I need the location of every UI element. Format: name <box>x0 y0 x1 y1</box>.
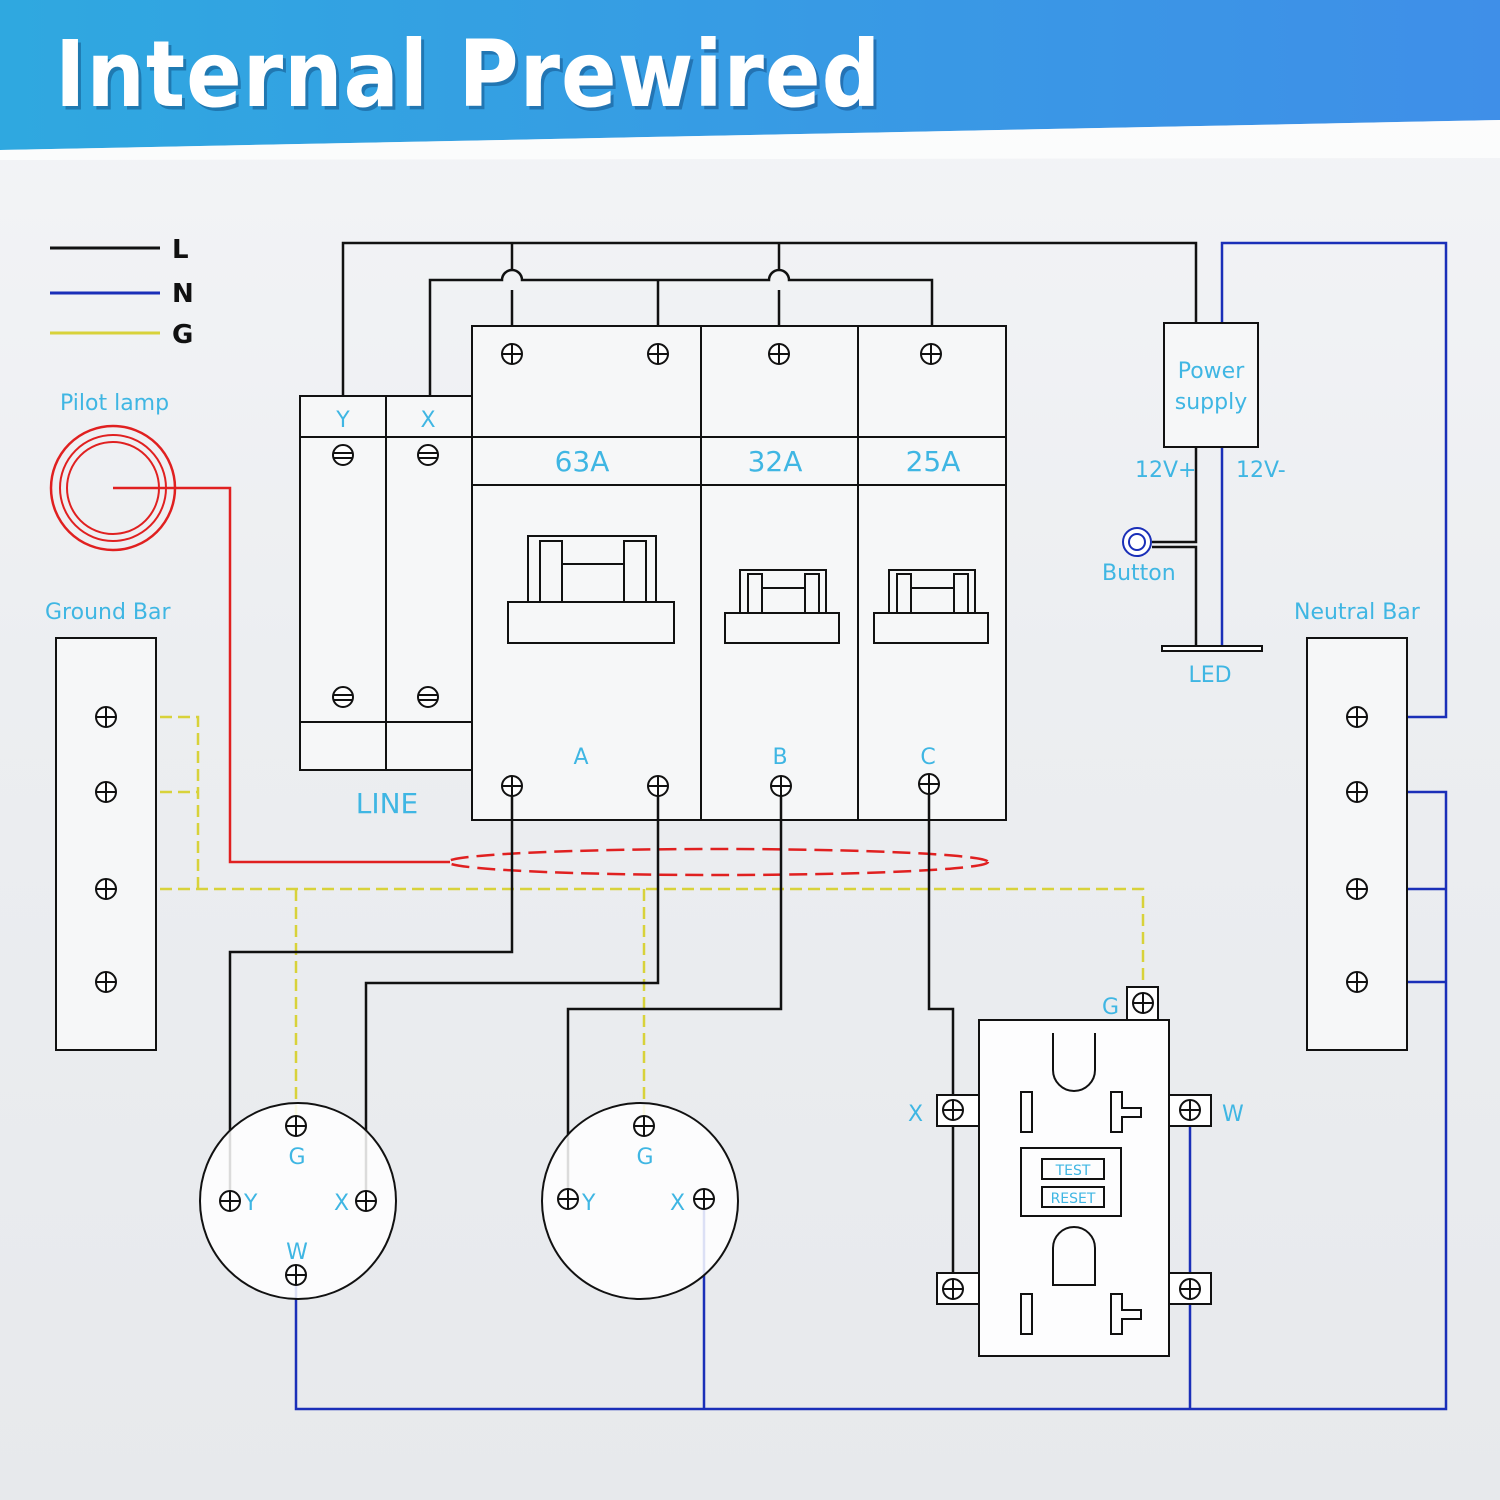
breaker-rating: 63A <box>555 445 610 478</box>
outlet-g-label: G <box>636 1145 653 1170</box>
wire-legend: L N G <box>50 235 194 350</box>
outlet-w-label: W <box>286 1240 308 1265</box>
power-supply: Power supply 12V+ 12V- <box>1135 322 1286 483</box>
legend-key-l: L <box>172 235 189 265</box>
power-supply-label: Power <box>1178 359 1245 384</box>
gfci-g-label: G <box>1102 995 1119 1020</box>
neutral-bar-screw <box>1346 781 1368 803</box>
ground-bar: Ground Bar <box>45 600 171 1051</box>
button-label: Button <box>1102 561 1176 586</box>
ground-bar-screw <box>95 878 117 900</box>
reset-button[interactable] <box>1041 1186 1105 1208</box>
neutral-bar-screw <box>1346 971 1368 993</box>
breaker-rating: 25A <box>906 445 961 478</box>
pilot-lamp: Pilot lamp <box>49 391 177 552</box>
outlet-3-prong: G Y X <box>541 1102 739 1300</box>
test-label: TEST <box>1055 1163 1091 1179</box>
led-circuit-wires <box>1152 447 1198 648</box>
neutral-bar: Neutral Bar <box>1294 600 1421 1051</box>
led: LED <box>1161 645 1263 688</box>
gfci-outlet: G X W TEST RESET <box>908 986 1244 1357</box>
breaker-panel: 63A A 32A B 25A <box>471 325 1007 821</box>
current-sensor-loop <box>446 847 990 877</box>
outlet-4-prong: G Y X W <box>199 1102 397 1300</box>
line-input-wires <box>341 241 1198 396</box>
gfci-w-label: W <box>1222 1102 1244 1127</box>
ground-bar-label: Ground Bar <box>45 600 171 625</box>
terminal-screw <box>332 444 354 466</box>
neutral-bar-label: Neutral Bar <box>1294 600 1421 625</box>
output-line-wires <box>228 794 955 1289</box>
button: Button <box>1102 527 1176 586</box>
line-label: LINE <box>356 787 419 820</box>
breaker-output-label: C <box>920 745 935 770</box>
breaker-32a: 32A B <box>724 445 840 770</box>
ground-bar-screw <box>95 781 117 803</box>
line-terminal-block: Y X LINE <box>299 395 473 820</box>
outlet-y-label: Y <box>581 1191 596 1216</box>
legend-key-g: G <box>172 320 193 350</box>
pilot-lamp-wire <box>113 486 450 864</box>
page-title: Internal Prewired <box>55 22 882 129</box>
ground-bar-screw <box>95 971 117 993</box>
breaker-output-label: B <box>772 745 787 770</box>
legend-key-n: N <box>172 279 194 309</box>
led-label: LED <box>1188 663 1231 688</box>
title-banner <box>0 0 1500 160</box>
ground-bar-screw <box>95 706 117 728</box>
power-supply-negative-label: 12V- <box>1236 458 1286 483</box>
terminal-screw <box>417 444 439 466</box>
outlet-x-label: X <box>670 1191 685 1216</box>
terminal-screw <box>332 686 354 708</box>
power-supply-positive-label: 12V+ <box>1135 458 1196 483</box>
breaker-output-label: A <box>573 745 588 770</box>
neutral-bar-screw <box>1346 706 1368 728</box>
neutral-bar-screw <box>1346 878 1368 900</box>
test-button[interactable] <box>1041 1158 1105 1180</box>
outlet-x-label: X <box>334 1191 349 1216</box>
outlet-y-label: Y <box>243 1191 258 1216</box>
terminal-x-label: X <box>420 408 435 433</box>
breaker-25a: 25A C <box>873 445 989 770</box>
breaker-rating: 32A <box>748 445 803 478</box>
gfci-x-label: X <box>908 1102 923 1127</box>
led-strip-icon <box>1161 645 1263 652</box>
reset-label: RESET <box>1051 1191 1096 1207</box>
button-icon <box>1122 527 1152 557</box>
terminal-screw <box>417 686 439 708</box>
outlet-g-label: G <box>288 1145 305 1170</box>
terminal-y-label: Y <box>335 408 350 433</box>
power-supply-label: supply <box>1175 390 1247 415</box>
breaker-63a: 63A A <box>507 445 675 770</box>
pilot-lamp-label: Pilot lamp <box>60 391 169 416</box>
